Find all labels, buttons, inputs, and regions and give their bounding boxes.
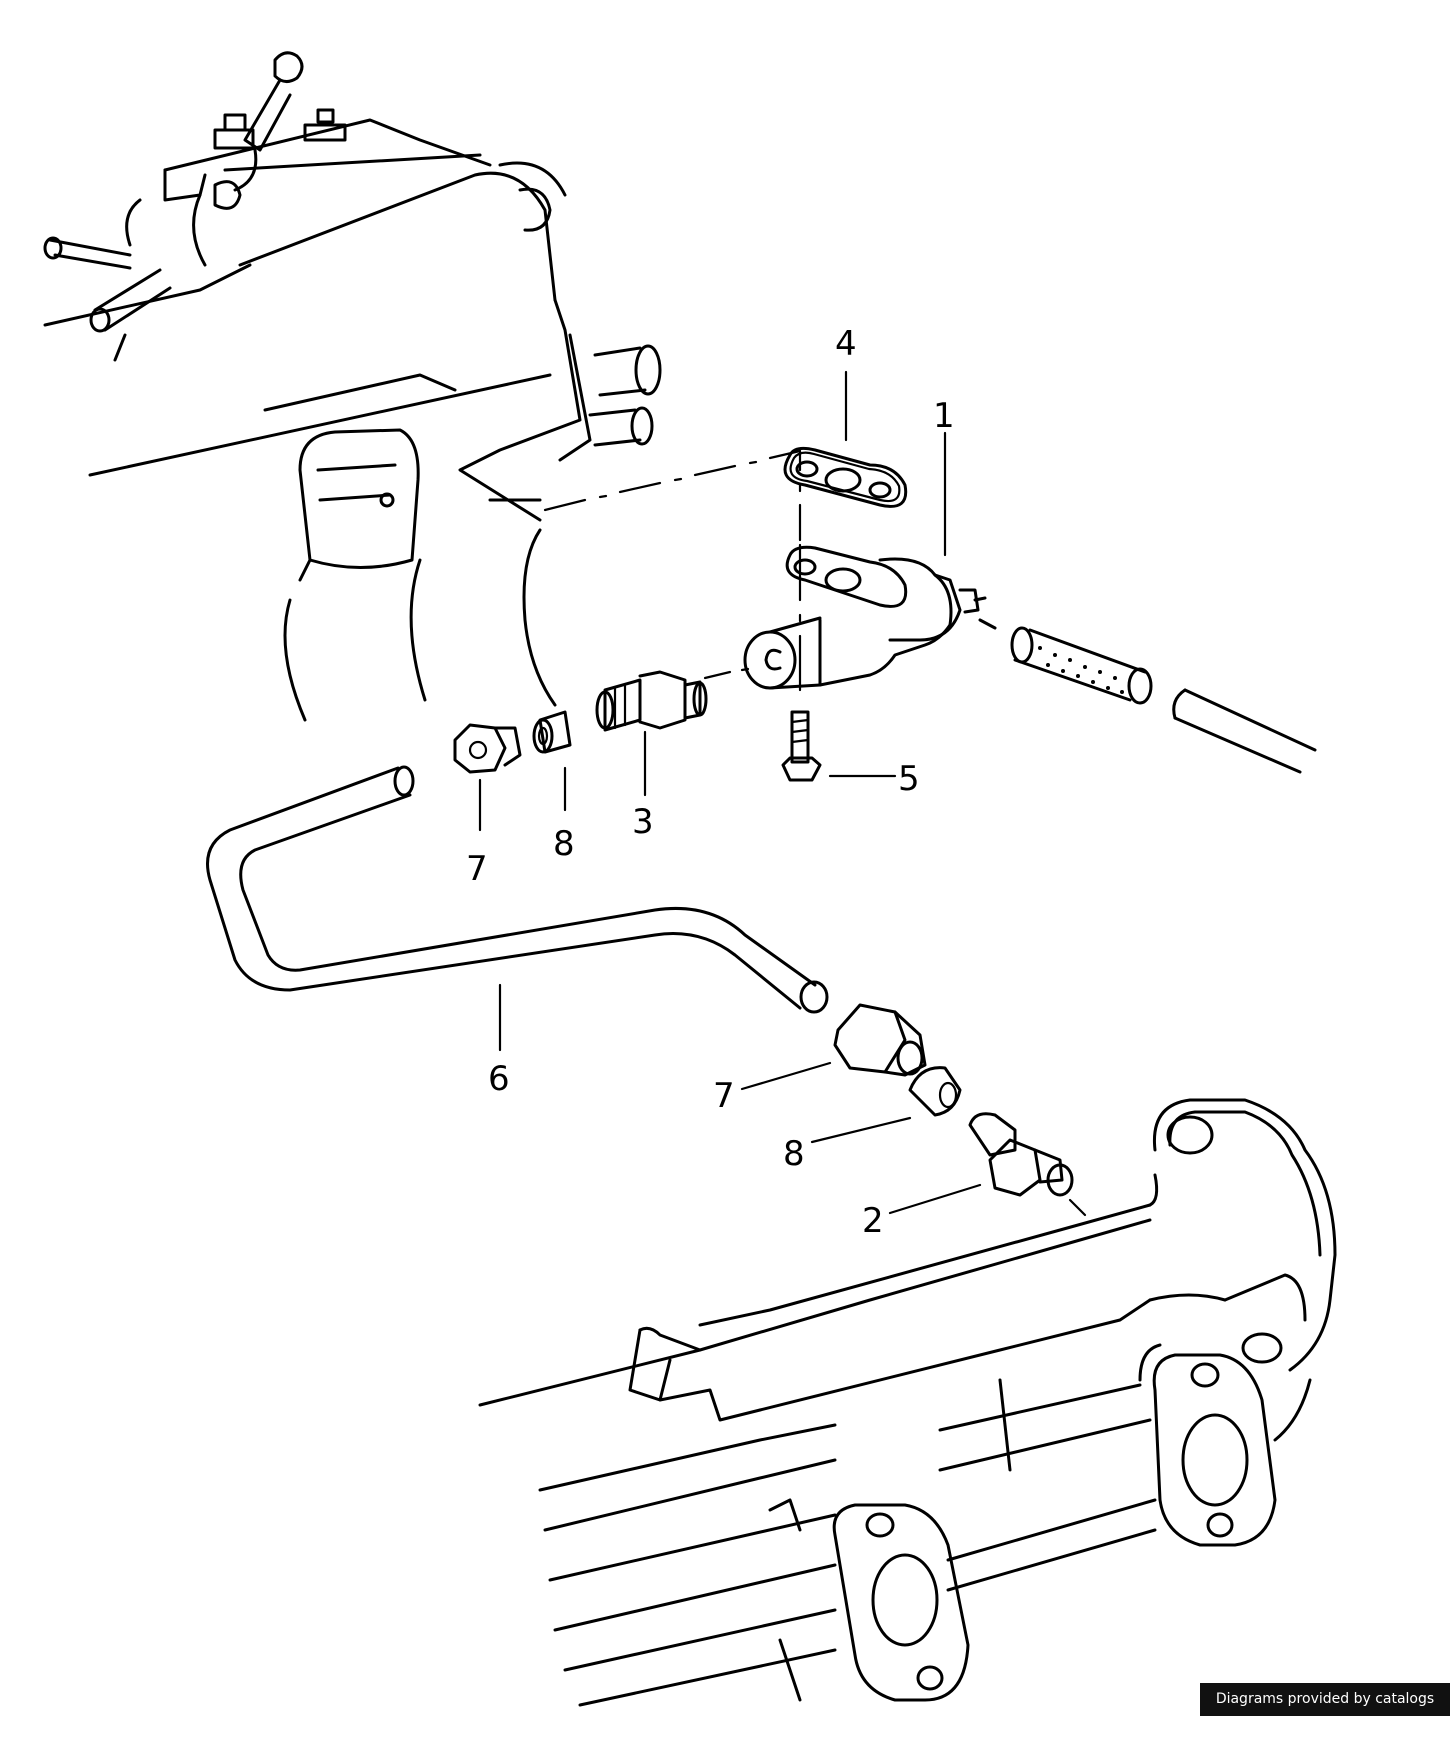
part-4-gasket — [783, 446, 908, 508]
connector-hose-right — [1010, 626, 1317, 774]
callout-8-lower: 8 — [783, 1134, 805, 1174]
callout-4: 4 — [835, 324, 857, 364]
callout-1: 1 — [933, 396, 955, 436]
leader-lines — [478, 370, 982, 1215]
alignment-centerlines — [543, 449, 802, 692]
part-2-connector — [968, 1112, 1087, 1217]
part-8-olive-lower — [908, 1066, 962, 1117]
callout-3: 3 — [632, 802, 654, 842]
part-1-egr-valve — [743, 545, 997, 690]
part-6-pipe — [206, 765, 829, 1014]
callout-6: 6 — [488, 1059, 510, 1099]
manifold-illustration — [478, 1098, 1337, 1707]
part-7-nut-lower — [833, 1003, 927, 1077]
part-5-bolt — [781, 710, 822, 782]
credit-banner: Diagrams provided by catalogs parts — [1200, 1683, 1450, 1740]
engine-block-illustration — [43, 51, 662, 722]
callout-7-lower: 7 — [713, 1076, 735, 1116]
part-8-olive-upper — [532, 710, 572, 754]
callout-8-upper: 8 — [553, 824, 575, 864]
callout-7-upper: 7 — [466, 849, 488, 889]
callout-2: 2 — [862, 1201, 884, 1241]
callout-labels: 4 1 5 3 8 7 6 7 8 2 — [466, 324, 955, 1241]
part-3-union-fitting — [595, 670, 708, 732]
part-7-nut-upper — [453, 723, 522, 774]
callout-5: 5 — [898, 759, 920, 799]
